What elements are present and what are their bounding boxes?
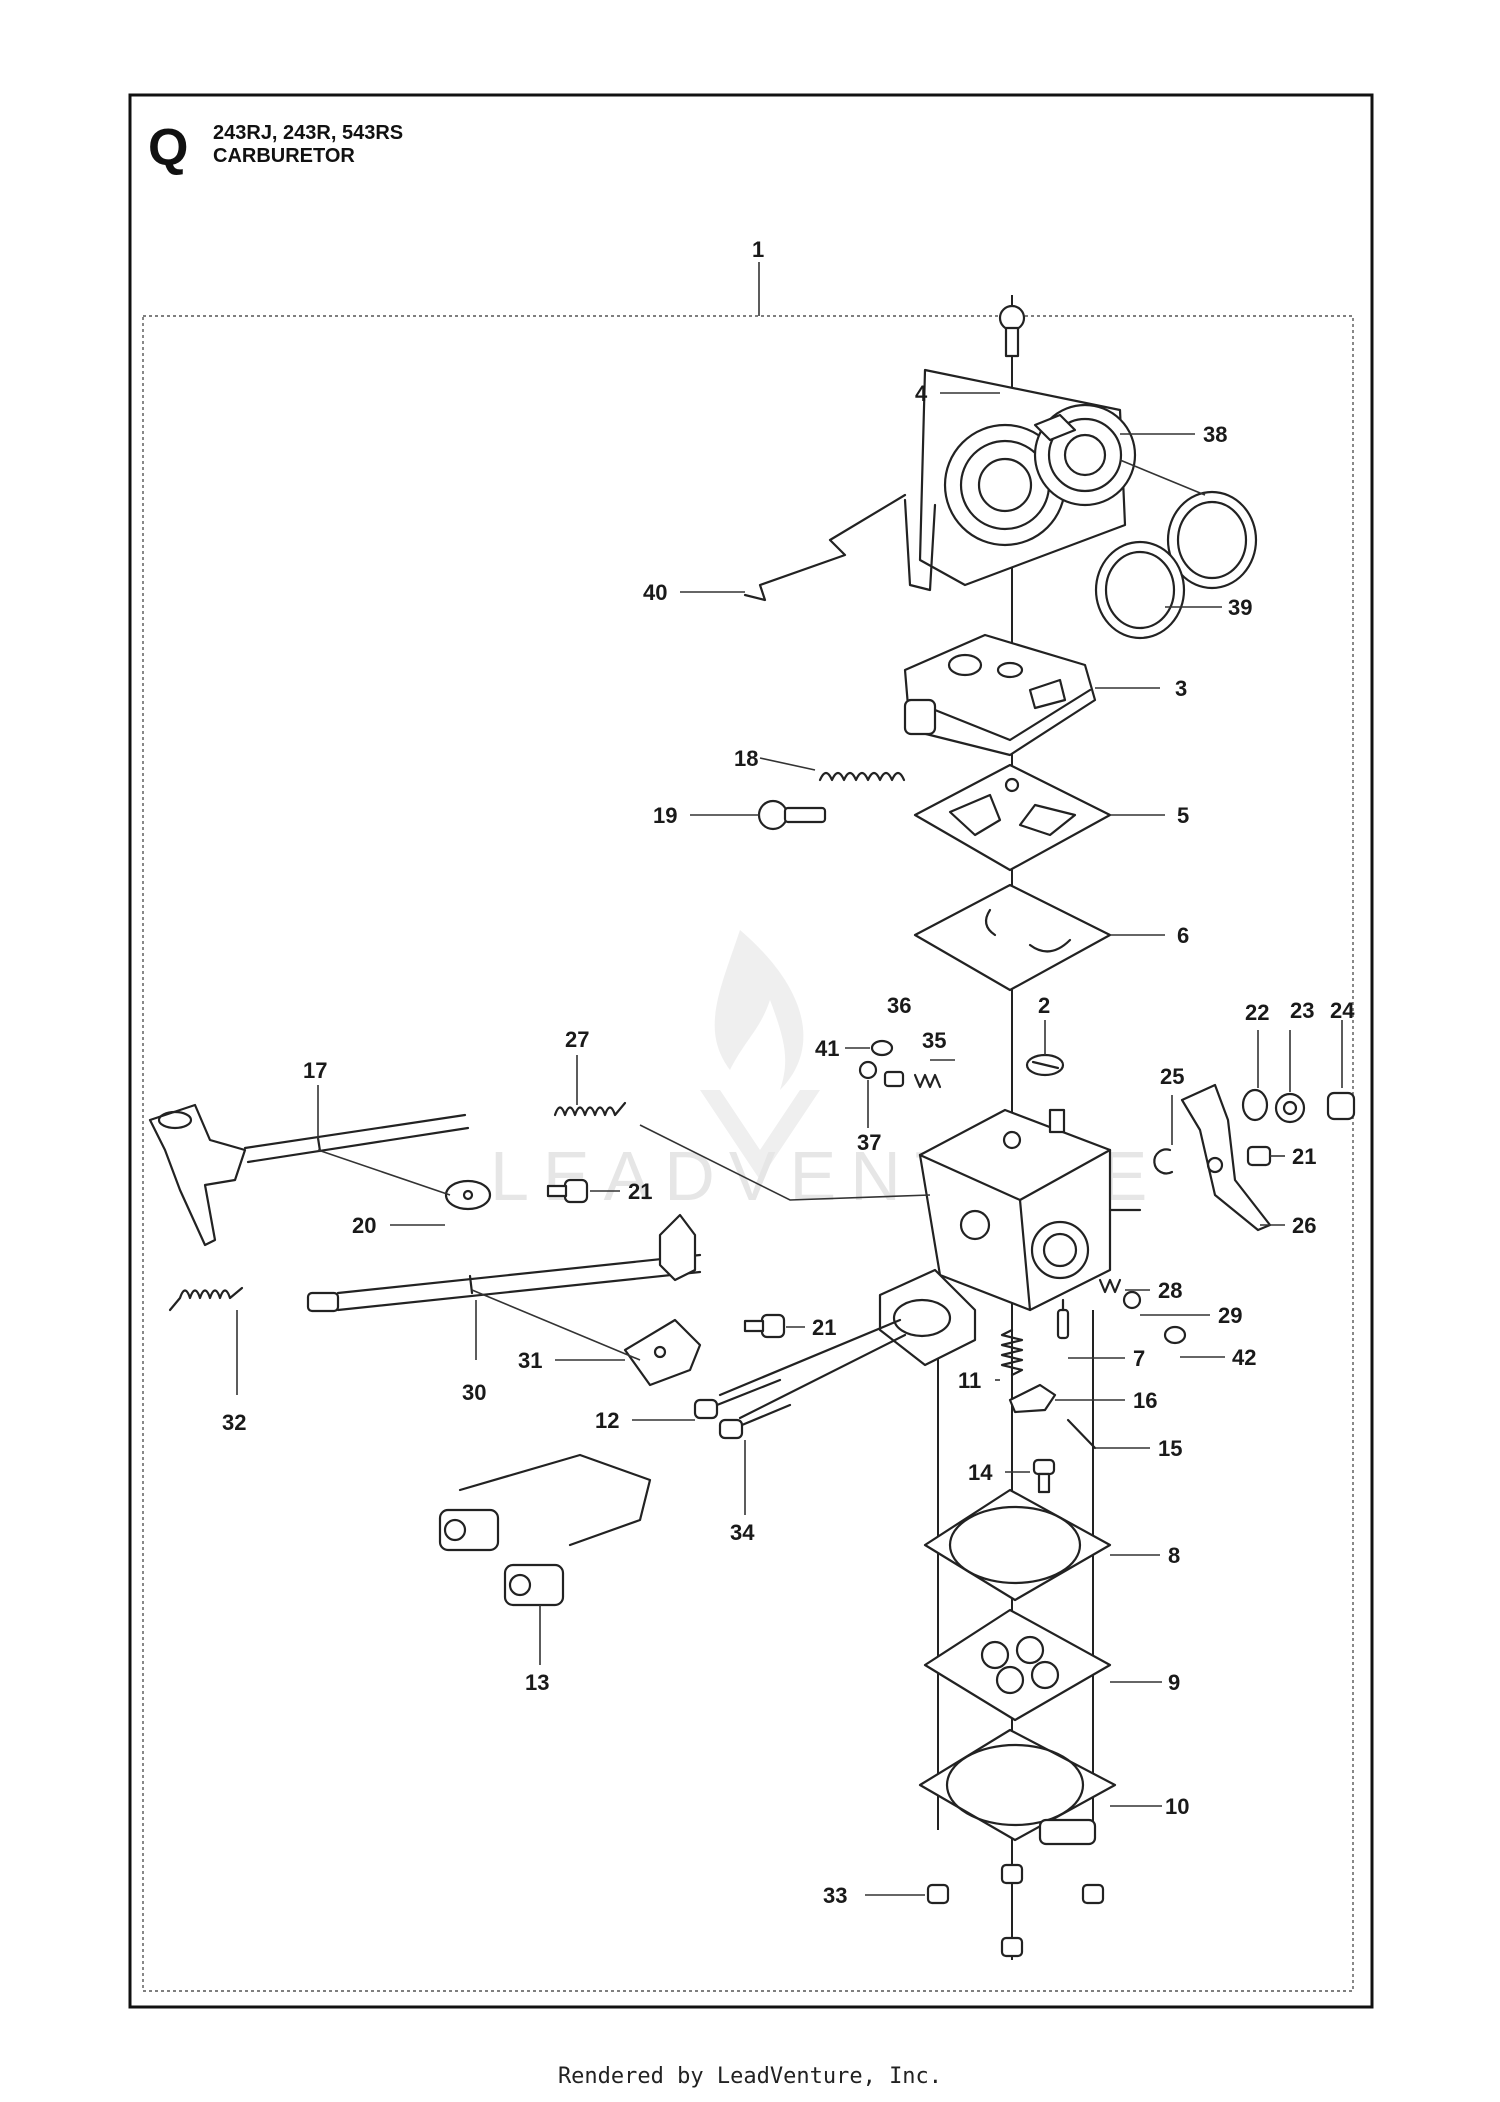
part-12-fuel-line bbox=[693, 1318, 902, 1420]
part-35-spring bbox=[913, 1073, 942, 1089]
callout-11: 11 bbox=[958, 1368, 981, 1393]
leader-lines bbox=[236, 262, 1343, 1896]
carburetor-body bbox=[878, 1108, 1142, 1367]
callout-22: 22 bbox=[1245, 1000, 1269, 1025]
callout-35: 35 bbox=[922, 1028, 946, 1053]
callout-7: 7 bbox=[1133, 1346, 1145, 1371]
callout-16: 16 bbox=[1133, 1388, 1157, 1413]
callout-4: 4 bbox=[915, 381, 928, 406]
part-20-choke-plate bbox=[444, 1179, 492, 1211]
callout-28: 28 bbox=[1158, 1278, 1182, 1303]
outer-frame bbox=[128, 93, 1374, 2009]
part-21-screw-mid bbox=[546, 1178, 589, 1204]
callout-32: 32 bbox=[222, 1410, 246, 1435]
callout-29: 29 bbox=[1218, 1303, 1242, 1328]
callout-19: 19 bbox=[653, 803, 677, 828]
callout-20: 20 bbox=[352, 1213, 376, 1238]
model-list: 243RJ, 243R, 543RS bbox=[213, 122, 403, 144]
render-credit: Rendered by LeadVenture, Inc. bbox=[557, 2064, 943, 2089]
callout-27: 27 bbox=[565, 1027, 589, 1052]
callout-31: 31 bbox=[518, 1348, 542, 1373]
callout-40: 40 bbox=[643, 580, 667, 605]
part-8-gasket bbox=[923, 1488, 1112, 1602]
callout-34: 34 bbox=[730, 1520, 755, 1545]
part-40-throttle-wire bbox=[743, 493, 907, 602]
callout-26: 26 bbox=[1292, 1213, 1316, 1238]
callout-41: 41 bbox=[815, 1036, 839, 1061]
part-13-connectors bbox=[438, 1453, 652, 1607]
part-30-throttle-shaft bbox=[306, 1213, 702, 1313]
callout-6: 6 bbox=[1177, 923, 1189, 948]
callout-5: 5 bbox=[1177, 803, 1189, 828]
part-38-throttle-housing bbox=[903, 368, 1137, 592]
callout-1: 1 bbox=[752, 237, 764, 262]
callout-15: 15 bbox=[1158, 1436, 1182, 1461]
part-4-screw bbox=[998, 304, 1026, 358]
callout-9: 9 bbox=[1168, 1670, 1180, 1695]
part-24-pivot bbox=[1326, 1091, 1356, 1121]
part-28-spring bbox=[1098, 1278, 1122, 1294]
part-18-spring bbox=[818, 771, 906, 782]
part-37-ball bbox=[858, 1060, 878, 1080]
callout-3: 3 bbox=[1175, 676, 1187, 701]
part-15-pin bbox=[1066, 1418, 1097, 1450]
part-29-ball bbox=[1122, 1290, 1142, 1310]
flame-v-logo-icon bbox=[700, 930, 820, 1180]
part-32-spring bbox=[168, 1286, 244, 1312]
part-9-diaphragm bbox=[923, 1608, 1112, 1722]
part-16-metering-lever bbox=[1008, 1383, 1057, 1414]
callout-18: 18 bbox=[734, 746, 758, 771]
part-41-plug bbox=[870, 1039, 894, 1057]
part-14-screw bbox=[1032, 1458, 1056, 1494]
part-17-choke-shaft bbox=[148, 1103, 470, 1247]
section-letter: Q bbox=[148, 119, 188, 177]
part-39-gaskets bbox=[1094, 459, 1258, 640]
part-31-throttle-valve bbox=[623, 1318, 702, 1387]
part-34-fuel-line bbox=[718, 1333, 907, 1440]
part-11-spring bbox=[1000, 1328, 1024, 1377]
part-22-washer bbox=[1241, 1088, 1269, 1122]
callout-10: 10 bbox=[1165, 1794, 1189, 1819]
part-10-pump-cover bbox=[918, 1728, 1117, 1846]
part-3-pump-cover bbox=[903, 633, 1097, 757]
callout-21-lower: 21 bbox=[812, 1315, 836, 1340]
callout-labels: 1 4 38 39 40 3 18 19 5 6 2 36 35 41 37 2… bbox=[222, 237, 1355, 1908]
part-36-seal bbox=[883, 1070, 905, 1088]
part-2-filter-screen bbox=[1025, 1053, 1065, 1077]
callout-21-mid: 21 bbox=[628, 1179, 652, 1204]
part-33-screws bbox=[926, 1863, 1105, 1958]
callout-2: 2 bbox=[1038, 993, 1050, 1018]
part-7-needle bbox=[1056, 1298, 1070, 1340]
callout-14: 14 bbox=[968, 1460, 993, 1485]
part-21-screw-right bbox=[1246, 1145, 1272, 1167]
callout-12: 12 bbox=[595, 1408, 619, 1433]
part-5-gasket bbox=[913, 763, 1112, 872]
callout-17: 17 bbox=[303, 1058, 327, 1083]
callout-42: 42 bbox=[1232, 1345, 1256, 1370]
part-27-return-spring bbox=[553, 1101, 627, 1117]
assembly-boundary bbox=[142, 315, 1354, 1992]
callout-38: 38 bbox=[1203, 422, 1227, 447]
part-25-clip bbox=[1153, 1148, 1174, 1175]
callout-24: 24 bbox=[1330, 998, 1355, 1023]
callout-33: 33 bbox=[823, 1883, 847, 1908]
callout-21-right: 21 bbox=[1292, 1144, 1316, 1169]
callout-37: 37 bbox=[857, 1130, 881, 1155]
callout-25: 25 bbox=[1160, 1064, 1184, 1089]
callout-23: 23 bbox=[1290, 998, 1314, 1023]
part-19-adjust-screw bbox=[757, 799, 827, 831]
callout-13: 13 bbox=[525, 1670, 549, 1695]
part-6-diaphragm bbox=[913, 883, 1112, 992]
assembly-title: CARBURETOR bbox=[213, 145, 355, 167]
callout-36: 36 bbox=[887, 993, 911, 1018]
callout-8: 8 bbox=[1168, 1543, 1180, 1568]
callout-30: 30 bbox=[462, 1380, 486, 1405]
callout-39: 39 bbox=[1228, 595, 1252, 620]
part-23-washer bbox=[1274, 1092, 1306, 1124]
part-21-screw-lower bbox=[743, 1313, 786, 1339]
part-42-plug bbox=[1163, 1325, 1187, 1345]
